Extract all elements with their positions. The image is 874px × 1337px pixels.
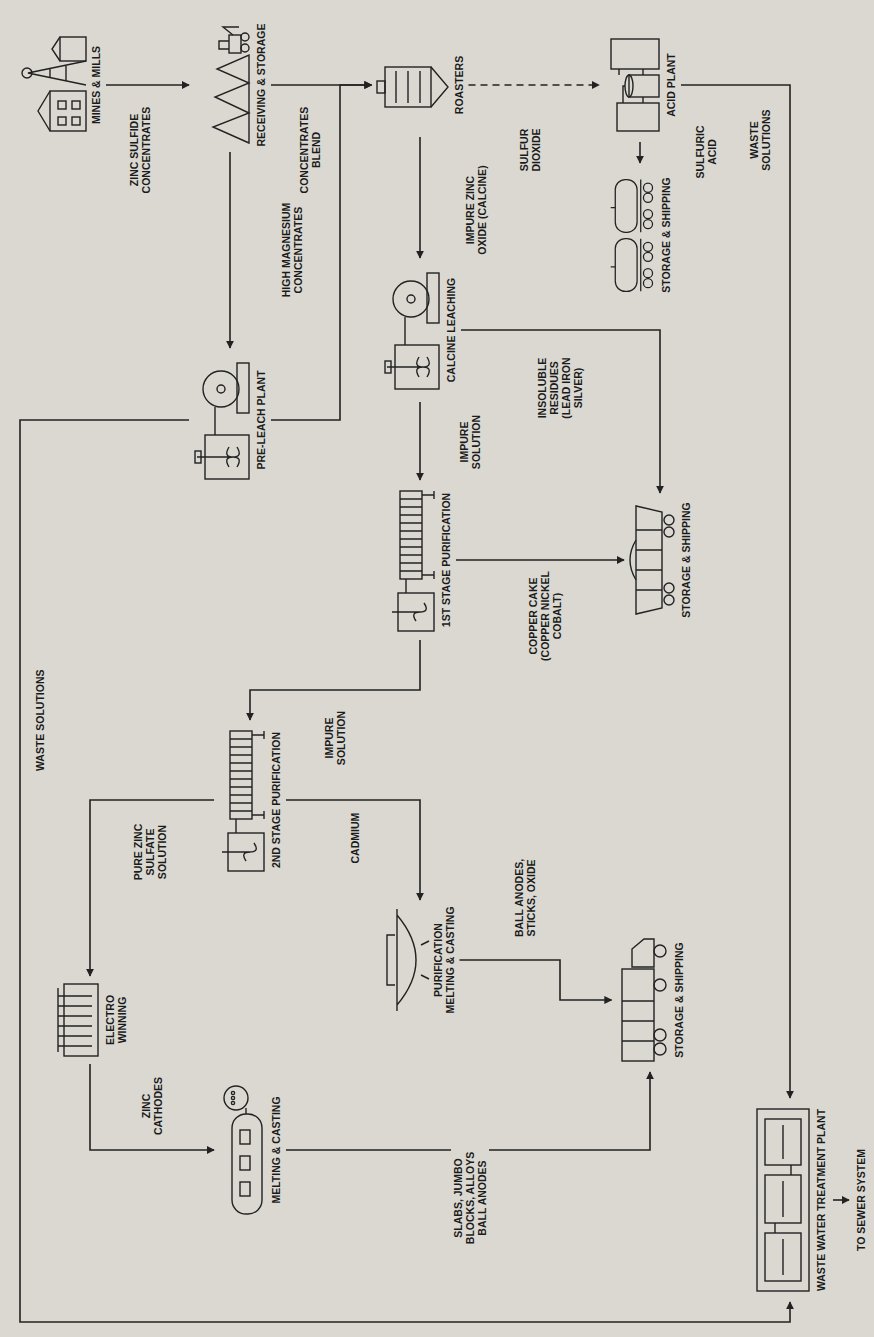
node-label: PRE-LEACH PLANT — [255, 352, 267, 488]
leach-plant-icon — [193, 355, 253, 485]
gondola-car-icon — [628, 500, 678, 620]
flow-label: COPPER CAKE (COPPER NICKEL COBALT) — [526, 567, 564, 666]
node-label: MINES & MILLS — [90, 32, 102, 138]
leach-tank-icon — [383, 265, 443, 395]
node-label: PURIFICATION MELTING & CASTING — [432, 904, 456, 1016]
roaster: ROASTERS — [374, 35, 467, 135]
mine-building-icon — [18, 35, 88, 135]
leach-plant: PRE-LEACH PLANT — [191, 350, 269, 490]
treatment-plant-icon — [753, 1105, 813, 1295]
melting-pot-icon — [385, 905, 430, 1015]
leach-tank: CALCINE LEACHING — [381, 260, 459, 400]
flow-arrow — [681, 85, 790, 1098]
node-label: STORAGE & SHIPPING — [680, 497, 692, 623]
flow-label: IMPURE SOLUTION — [457, 405, 483, 479]
electrowinning-cells: ELECTRO WINNING — [50, 978, 130, 1062]
node-label: ELECTRO WINNING — [104, 980, 128, 1060]
filter-press-drawing — [222, 731, 264, 871]
gas-flow-line — [469, 84, 600, 86]
flow-arrow — [90, 800, 214, 976]
node-label: 2ND STAGE PURIFICATION — [270, 724, 282, 876]
furnace-icon — [218, 1080, 268, 1220]
storage-piles: RECEIVING & STORAGE — [191, 20, 269, 150]
tank-cars: STORAGE & SHIPPING — [606, 165, 674, 305]
node-label: RECEIVING & STORAGE — [255, 22, 267, 148]
flow-label: ZINC SULFIDE CONCENTRATES — [127, 101, 153, 200]
flow-label: PURE ZINC SULFATE SOLUTION — [131, 815, 169, 889]
node-label: WASTE WATER TREATMENT PLANT — [815, 1102, 827, 1298]
storage-piles-icon — [193, 25, 253, 145]
flow-arrow — [271, 85, 372, 420]
tank-cars-icon — [608, 170, 658, 300]
flow-label: SULFURIC ACID — [693, 115, 719, 189]
mine-building-drawing — [22, 37, 86, 131]
flow-arrow — [460, 960, 612, 1000]
electrowinning-cells-drawing — [58, 984, 98, 1056]
flow-label: INSOLUBLE RESIDUES (LEAD IRON SILVER) — [535, 346, 585, 430]
mine-building: MINES & MILLS — [16, 30, 104, 140]
filter-press-icon — [388, 485, 438, 635]
flow-label: HIGH MAGNESIUM CONCENTRATES — [279, 201, 305, 300]
treatment-plant-drawing — [757, 1109, 809, 1291]
flow-label: SULFUR DIOXIDE — [517, 113, 543, 187]
electrowinning-cells-icon — [52, 980, 102, 1060]
flow-arrow — [461, 330, 660, 493]
flow-label: IMPURE SOLUTION — [322, 701, 348, 775]
truck-drawing — [622, 939, 666, 1061]
storage-piles-drawing — [213, 27, 249, 143]
node-label: CALCINE LEACHING — [445, 262, 457, 398]
flow-label: CONCENTRATES BLEND — [297, 101, 323, 200]
truck: STORAGE & SHIPPING — [614, 930, 687, 1070]
treatment-plant: WASTE WATER TREATMENT PLANT — [751, 1100, 829, 1300]
gondola-car-drawing — [630, 506, 674, 614]
flow-arrow — [286, 1072, 650, 1150]
node-label: ROASTERS — [453, 37, 465, 133]
flow-arrow — [90, 1064, 214, 1150]
node-label: MELTING & CASTING — [270, 1077, 282, 1223]
furnace: MELTING & CASTING — [216, 1075, 284, 1225]
gondola-car: STORAGE & SHIPPING — [626, 495, 694, 625]
filter-press: 2ND STAGE PURIFICATION — [216, 722, 284, 878]
furnace-drawing — [224, 1086, 262, 1214]
truck-icon — [616, 935, 671, 1065]
flow-label: CADMIUM — [348, 811, 362, 866]
flow-arrow — [20, 420, 790, 1322]
roaster-drawing — [377, 67, 448, 107]
acid-plant: ACID PLANT — [601, 30, 679, 140]
node-label: STORAGE & SHIPPING — [660, 167, 672, 303]
flow-arrow — [106, 84, 189, 86]
melting-pot: PURIFICATION MELTING & CASTING — [383, 902, 458, 1018]
flow-arrow — [419, 402, 421, 480]
flow-arrow — [229, 152, 231, 348]
melting-pot-drawing — [387, 909, 429, 1011]
sewer-arrow — [833, 1199, 849, 1201]
flow-arrow — [639, 142, 641, 163]
flow-arrow — [286, 800, 420, 900]
flow-arrow — [419, 137, 421, 258]
flow-label: SLABS, JUMBO BLOCKS, ALLOYS BALL ANODES — [451, 1146, 489, 1250]
outflow-label: TO SEWER SYSTEM — [854, 1147, 868, 1253]
flow-label: WASTE SOLUTIONS — [747, 98, 773, 182]
acid-plant-drawing — [611, 39, 659, 131]
node-label: 1ST STAGE PURIFICATION — [440, 484, 452, 636]
filter-press: 1ST STAGE PURIFICATION — [386, 482, 454, 638]
flow-label: WASTE SOLUTIONS — [33, 667, 47, 773]
tank-cars-drawing — [611, 180, 653, 292]
flow-label: ZINC CATHODES — [139, 1069, 165, 1143]
leach-plant-drawing — [195, 363, 249, 479]
acid-plant-icon — [603, 35, 663, 135]
node-label: ACID PLANT — [665, 32, 677, 138]
flow-arrow — [456, 559, 624, 561]
flow-label: BALL ANODES, STICKS, OXIDE — [512, 849, 538, 948]
leach-tank-drawing — [385, 273, 439, 389]
flow-label: IMPURE ZINC OXIDE (CALCINE) — [463, 163, 489, 257]
filter-press-icon — [218, 725, 268, 875]
filter-press-drawing — [392, 491, 434, 631]
node-label: STORAGE & SHIPPING — [673, 932, 685, 1068]
roaster-icon — [376, 45, 451, 125]
